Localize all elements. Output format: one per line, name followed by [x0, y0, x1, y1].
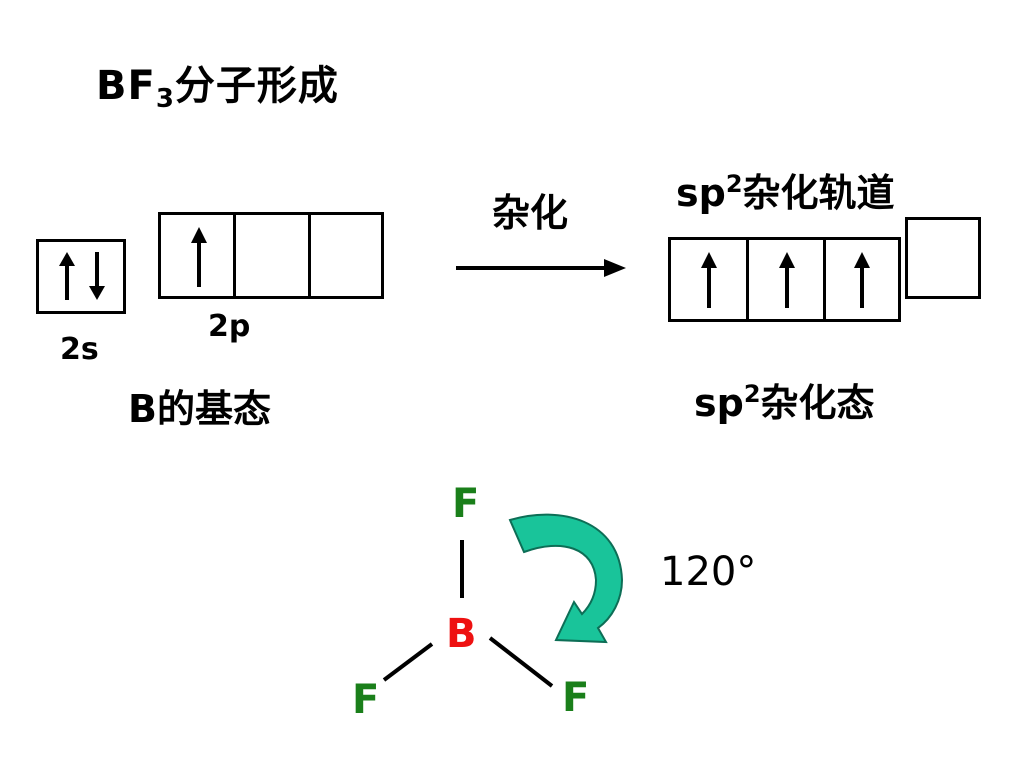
orbital-p-empty	[905, 217, 981, 299]
ground-state-caption: B的基态	[128, 387, 271, 431]
orbital-cell-sp2-2	[749, 240, 826, 319]
orbital-2p	[158, 212, 384, 299]
atom-top-f: F	[452, 481, 480, 527]
hybridization-label: 杂化	[492, 191, 569, 235]
page-title: BF3分子形成	[96, 63, 339, 114]
orbital-cell-2s	[39, 242, 123, 311]
electron-up-icon	[854, 252, 870, 308]
orbital-cell-2p-2	[236, 215, 311, 296]
atom-left-f: F	[352, 677, 380, 723]
electron-pair-icon	[59, 252, 105, 300]
orbital-cell-2p-3	[311, 215, 381, 296]
orbital-sp2	[668, 237, 901, 322]
hybrid-state-caption: sp2杂化态	[694, 380, 875, 425]
bond-angle-label: 120°	[660, 549, 757, 595]
orbital-2s	[36, 239, 126, 314]
orbital-cell-sp2-3	[826, 240, 898, 319]
sp2-orbital-label: sp2杂化轨道	[676, 170, 895, 215]
orbital-cell-sp2-1	[671, 240, 749, 319]
orbital-cell-2p-1	[161, 215, 236, 296]
bond-left	[382, 642, 434, 682]
electron-up-icon	[701, 252, 717, 308]
label-2p: 2p	[208, 309, 251, 344]
electron-up-icon	[191, 227, 207, 287]
angle-arrow-icon	[508, 513, 624, 644]
label-2s: 2s	[60, 332, 99, 367]
atom-right-f: F	[562, 675, 590, 721]
electron-up-icon	[779, 252, 795, 308]
bond-right	[488, 636, 554, 688]
atom-center-b: B	[446, 611, 477, 657]
